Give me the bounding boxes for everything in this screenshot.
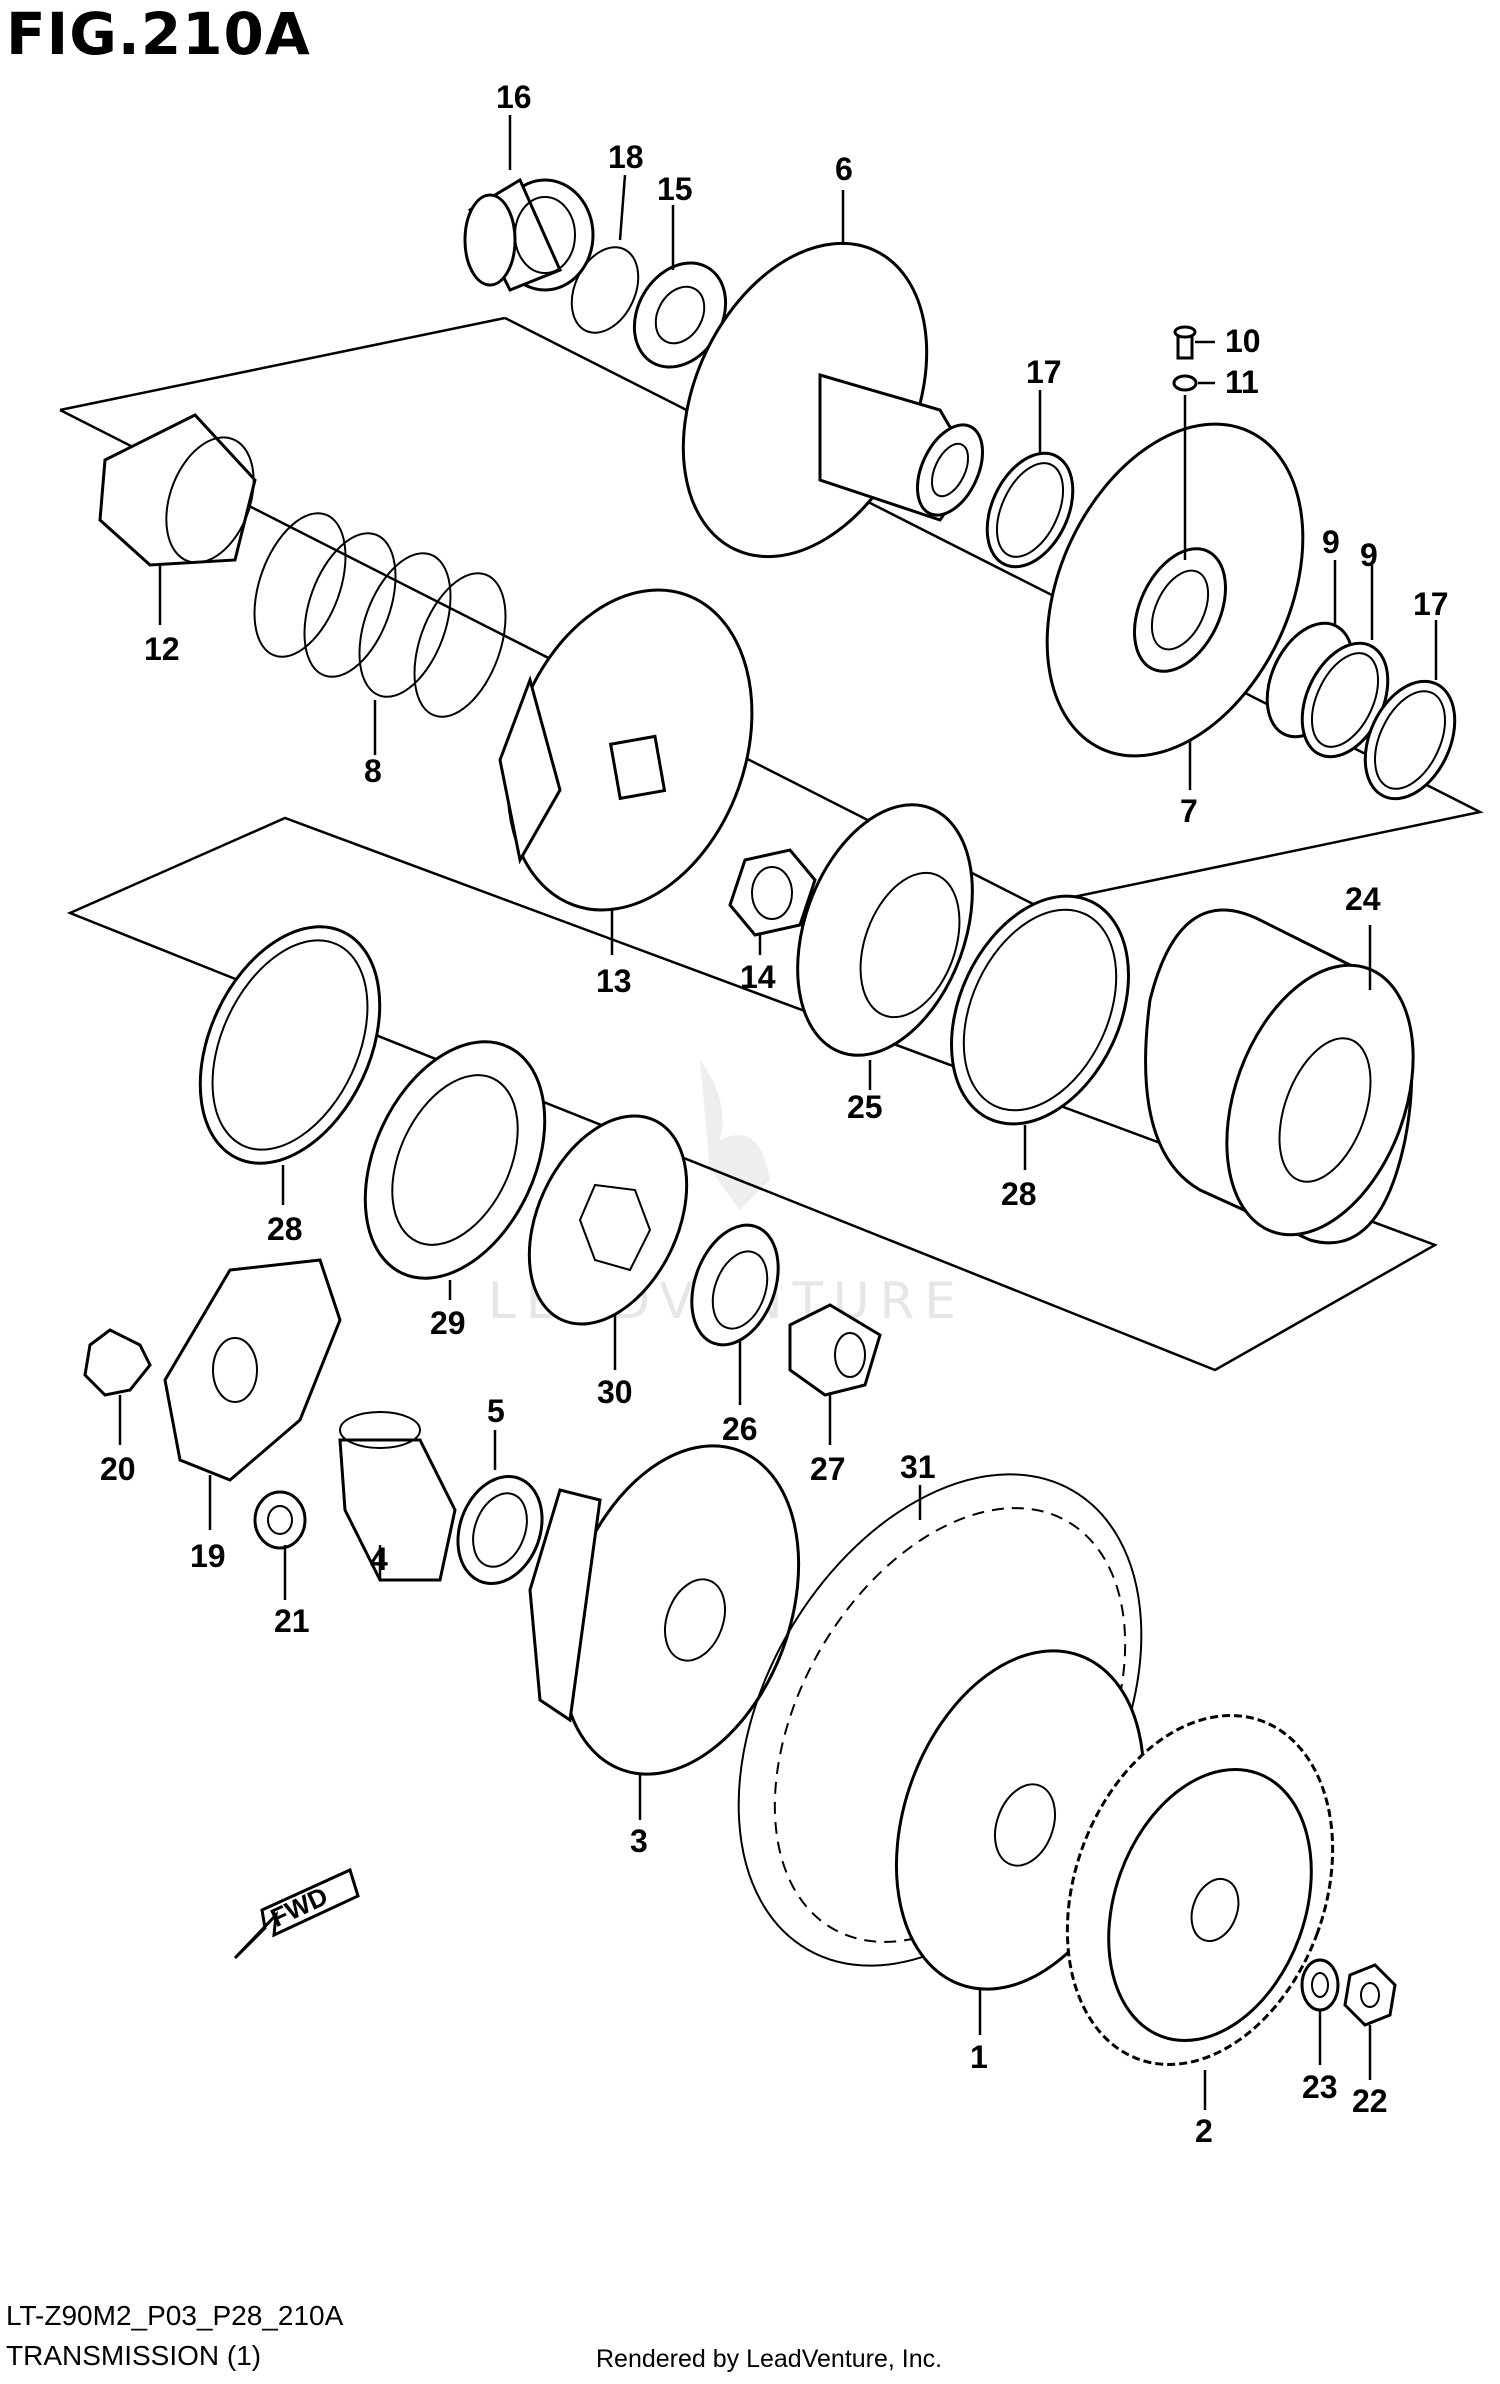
fwd-label: FWD [266,1881,332,1933]
part-16-bearing [463,177,595,292]
lower-group-outline [66,816,1438,1372]
figure-subtitle: TRANSMISSION (1) [6,2340,262,2371]
callout-28-left: 28 [267,1211,303,1247]
part-29-lock-washer [363,1040,547,1280]
callout-21: 21 [274,1603,310,1639]
part-8-spring [253,512,507,718]
part-25-housing [796,803,974,1057]
part-30-plate [527,1114,689,1326]
callout-29: 29 [430,1305,466,1341]
part-22-nut [1343,1963,1397,2027]
callout-8: 8 [364,753,382,789]
part-17-oring-upper [985,451,1075,569]
part-20-clip [83,1328,152,1397]
part-2-fan-gear [1065,1714,1335,2066]
callout-2: 2 [1195,2113,1213,2149]
part-6-driven-sheave [681,241,984,559]
part-7-sliding-sheave [1045,395,1305,758]
callout-23: 23 [1302,2069,1338,2105]
callout-7: 7 [1180,793,1198,829]
fwd-arrow-icon: FWD [233,1867,360,1960]
callout-26: 26 [722,1411,758,1447]
callout-9-left: 9 [1322,524,1340,560]
part-21-bushing [253,1490,307,1550]
part-10-pin [1173,325,1197,360]
callout-13: 13 [596,963,632,999]
part-14-nut [728,848,817,937]
callout-10: 10 [1225,323,1261,359]
rendered-by-note: Rendered by LeadVenture, Inc. [596,2345,943,2373]
part-28-shim-left [198,925,382,1165]
callout-17-upper: 17 [1026,354,1062,390]
callout-9-right: 9 [1360,537,1378,573]
part-18-circlip [570,246,640,334]
part-11-collar [1172,374,1198,392]
callout-17-lower: 17 [1413,586,1449,622]
callout-27: 27 [810,1451,846,1487]
callout-28-right: 28 [1001,1176,1037,1212]
callout-16: 16 [496,79,532,115]
callout-numbers: 16 18 15 6 17 10 11 9 9 17 7 12 8 13 14 … [100,79,1449,2149]
part-13-clutch-carrier [498,588,754,912]
callout-31: 31 [900,1449,936,1485]
part-17-oring-lower [1363,679,1457,801]
callout-15: 15 [657,171,693,207]
callout-25: 25 [847,1089,883,1125]
callout-1: 1 [970,2039,988,2075]
figure-code: LT-Z90M2_P03_P28_210A [6,2300,344,2331]
callout-22: 22 [1352,2083,1388,2119]
callout-14: 14 [740,959,776,995]
callout-20: 20 [100,1451,136,1487]
callout-5: 5 [487,1393,505,1429]
callout-11: 11 [1225,364,1259,400]
callout-24: 24 [1345,881,1381,917]
callout-3: 3 [630,1823,648,1859]
part-23-washer [1300,1958,1340,2012]
part-9-oil-seals [1265,621,1390,759]
part-28-shim-right [950,894,1130,1126]
callout-19: 19 [190,1538,226,1574]
callout-12: 12 [144,631,180,667]
part-26-collar [690,1223,780,1347]
callout-4: 4 [370,1541,388,1577]
callout-6: 6 [835,151,853,187]
figure-title: FIG.210A [6,0,311,68]
part-12-spring-seat [98,413,257,567]
part-5-ring [456,1475,544,1585]
callout-18: 18 [608,139,644,175]
leader-lines [118,115,1438,2110]
part-27-bushing [788,1303,882,1397]
callout-30: 30 [597,1374,633,1410]
part-3-movable-face [528,1444,801,1776]
part-24-clutch-drum [1144,908,1415,1245]
part-19-ramp-plate [163,1258,342,1482]
part-4-spacer [338,1411,457,1582]
